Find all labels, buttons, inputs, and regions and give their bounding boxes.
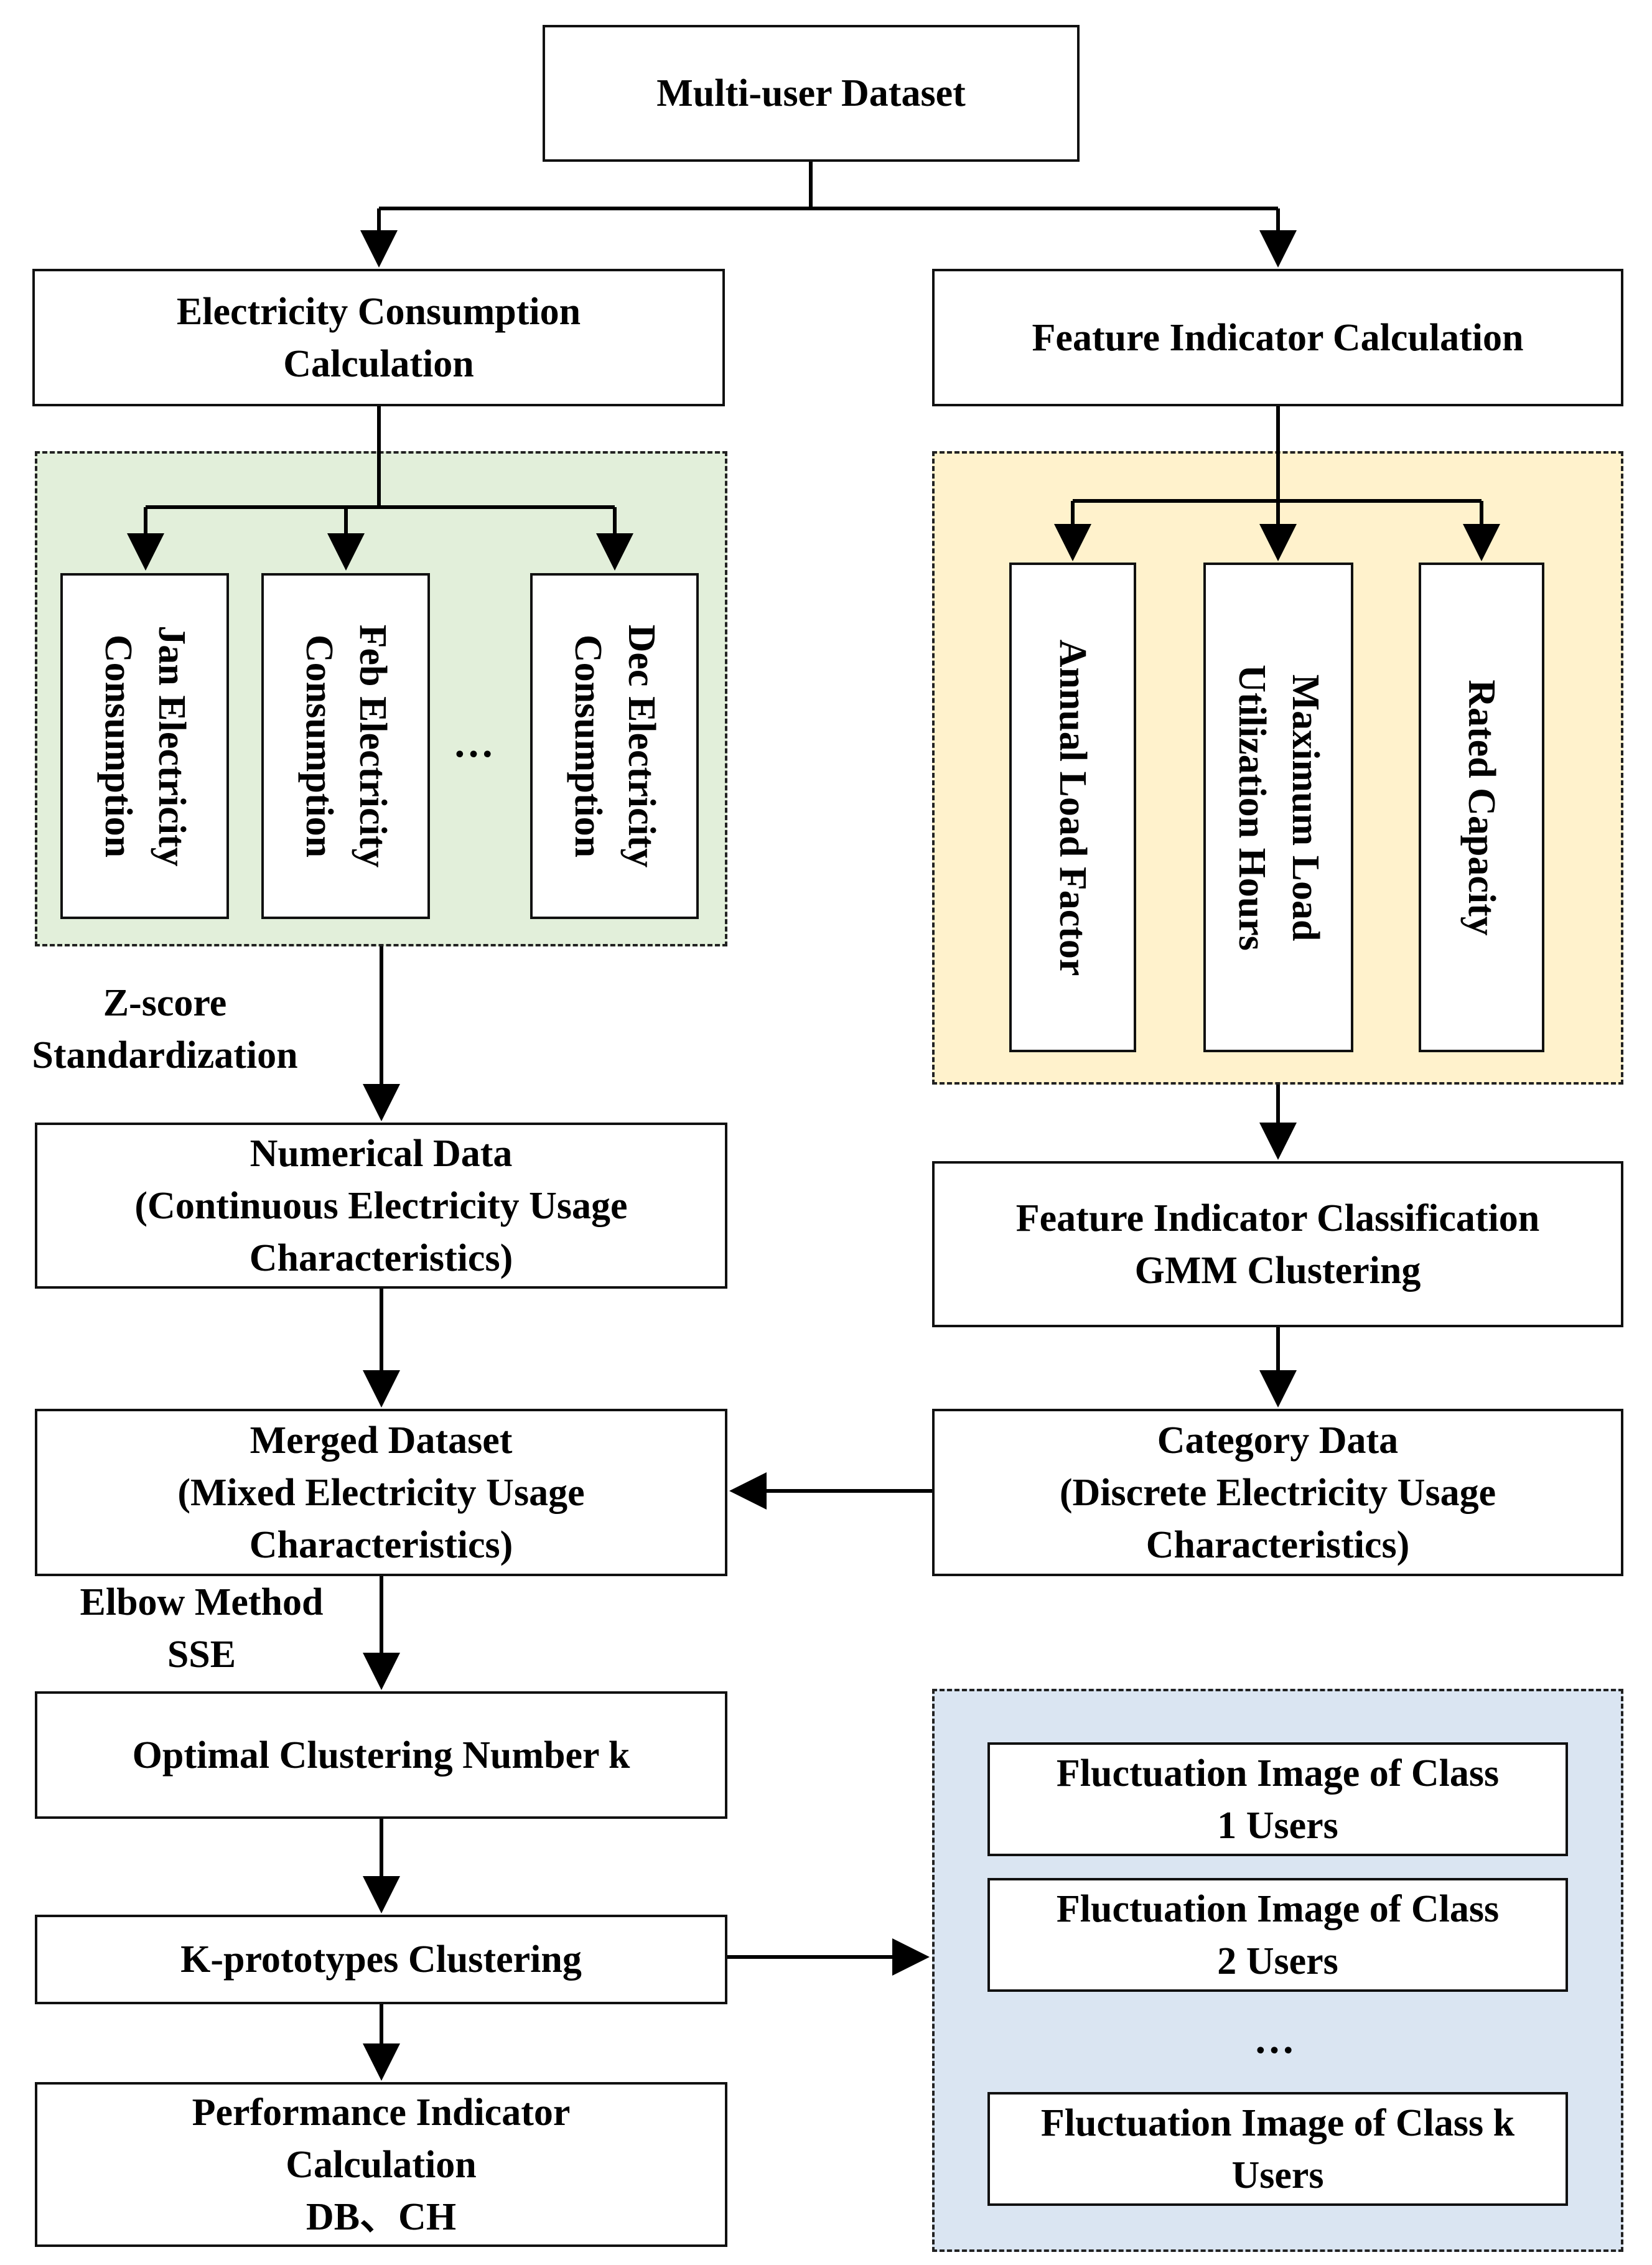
performance-indicator-label: Performance Indicator Calculation DB、CH: [192, 2091, 571, 2238]
fluctuation-class-2-label: Fluctuation Image of Class 2 Users: [1056, 1887, 1500, 1982]
feature-indicator-classification-box: Feature Indicator Classification GMM Clu…: [932, 1161, 1623, 1327]
category-data-label: Category Data (Discrete Electricity Usag…: [1059, 1419, 1496, 1566]
fluctuation-class-2-box: Fluctuation Image of Class 2 Users: [987, 1878, 1568, 1992]
electricity-consumption-calculation-label: Electricity Consumption Calculation: [176, 290, 581, 385]
edge-feat-calc-to-indicators: [1073, 406, 1482, 503]
numerical-data-label: Numerical Data (Continuous Electricity U…: [134, 1132, 628, 1279]
optimal-clustering-number-label: Optimal Clustering Number k: [132, 1734, 630, 1777]
fluctuation-class-k-label: Fluctuation Image of Class k Users: [1040, 2101, 1515, 2197]
electricity-consumption-calculation-box: Electricity Consumption Calculation: [32, 269, 725, 406]
dec-consumption-box: Dec Electricity Consumption: [530, 573, 699, 919]
feb-consumption-box: Feb Electricity Consumption: [261, 573, 430, 919]
fluctuation-class-1-label: Fluctuation Image of Class 1 Users: [1056, 1752, 1500, 1847]
multi-user-dataset-label: Multi-user Dataset: [656, 72, 966, 114]
merged-dataset-label: Merged Dataset (Mixed Electricity Usage …: [177, 1419, 585, 1566]
feature-indicator-classification-label: Feature Indicator Classification GMM Clu…: [1015, 1197, 1540, 1292]
category-data-box: Category Data (Discrete Electricity Usag…: [932, 1409, 1623, 1576]
maximum-load-utilization-label: Maximum Load Utilization Hours: [1230, 664, 1327, 951]
jan-consumption-label: Jan Electricity Consumption: [96, 625, 193, 867]
k-prototypes-clustering-label: K-prototypes Clustering: [180, 1938, 582, 1981]
feature-indicator-calculation-label: Feature Indicator Calculation: [1032, 316, 1524, 359]
optimal-clustering-number-box: Optimal Clustering Number k: [35, 1691, 727, 1819]
feature-indicator-calculation-box: Feature Indicator Calculation: [932, 269, 1623, 406]
maximum-load-utilization-box: Maximum Load Utilization Hours: [1203, 563, 1353, 1052]
merged-dataset-box: Merged Dataset (Mixed Electricity Usage …: [35, 1409, 727, 1576]
edge-dataset-to-split: [379, 162, 1278, 210]
fluctuation-class-1-box: Fluctuation Image of Class 1 Users: [987, 1742, 1568, 1856]
months-ellipsis: …: [453, 721, 495, 766]
jan-consumption-box: Jan Electricity Consumption: [60, 573, 229, 919]
zscore-standardization-label: Z-score Standardization: [32, 982, 298, 1076]
annual-load-factor-box: Annual Load Factor: [1009, 563, 1136, 1052]
numerical-data-box: Numerical Data (Continuous Electricity U…: [35, 1123, 727, 1289]
performance-indicator-box: Performance Indicator Calculation DB、CH: [35, 2082, 727, 2247]
fluctuation-ellipsis: …: [1254, 2017, 1296, 2062]
annual-load-factor-label: Annual Load Factor: [1052, 639, 1094, 976]
elbow-method-label: Elbow Method SSE: [80, 1581, 324, 1676]
multi-user-dataset-box: Multi-user Dataset: [543, 25, 1080, 162]
feb-consumption-label: Feb Electricity Consumption: [297, 624, 394, 868]
k-prototypes-clustering-box: K-prototypes Clustering: [35, 1915, 727, 2004]
dec-consumption-label: Dec Electricity Consumption: [566, 624, 663, 868]
edge-elec-calc-to-months: [146, 406, 615, 509]
fluctuation-class-k-box: Fluctuation Image of Class k Users: [987, 2092, 1568, 2206]
rated-capacity-box: Rated Capacity: [1419, 563, 1544, 1052]
rated-capacity-label: Rated Capacity: [1460, 679, 1503, 936]
